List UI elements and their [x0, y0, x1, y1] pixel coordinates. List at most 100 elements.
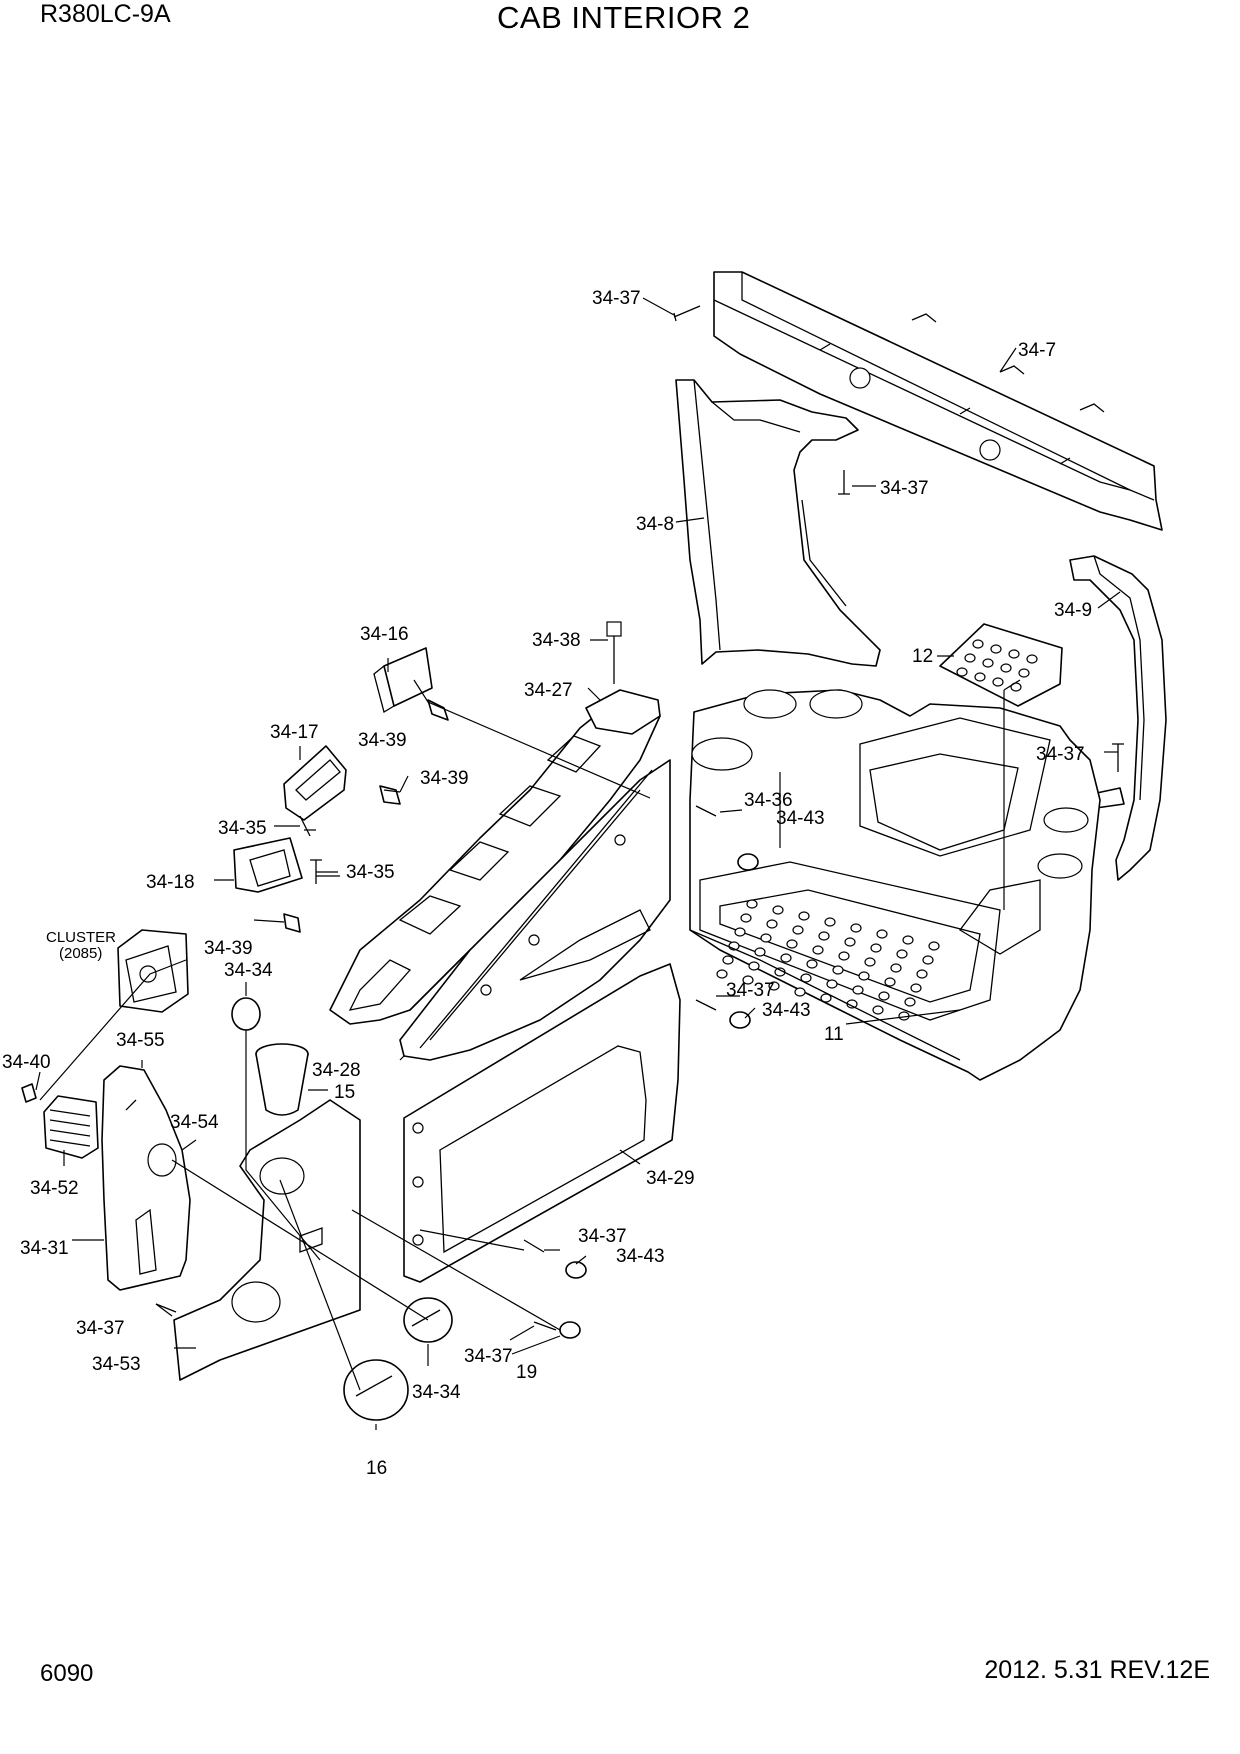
callout-34-55: 34-55: [116, 1030, 165, 1051]
page-title: CAB INTERIOR 2: [497, 0, 751, 35]
callout-34-54: 34-54: [170, 1112, 219, 1133]
bolt-34-39-a[interactable]: [427, 699, 449, 721]
tray-hole: [864, 957, 876, 967]
tray-hole: [878, 991, 890, 1001]
screw-34-37-f[interactable]: [155, 1303, 177, 1313]
callout-34-35: 34-35: [346, 862, 395, 883]
callout-34-52: 34-52: [30, 1178, 79, 1199]
part-15-cup-holder[interactable]: [255, 1043, 309, 1116]
callout-34-34: 34-34: [412, 1382, 461, 1403]
tray-hole: [824, 917, 836, 927]
cluster-assembly[interactable]: [117, 929, 189, 1013]
cluster-label: CLUSTER: [46, 929, 116, 946]
tray-hole: [786, 939, 798, 949]
part-34-52-relay[interactable]: [43, 1095, 99, 1159]
callout-34-37: 34-37: [578, 1226, 627, 1247]
tray-hole: [838, 951, 850, 961]
screw-34-37-c[interactable]: [1112, 743, 1124, 772]
part-34-8-pillar-trim[interactable]: [675, 379, 881, 667]
tray-hole: [910, 983, 922, 993]
screw-34-37-d[interactable]: [695, 999, 717, 1011]
callout-34-43: 34-43: [616, 1246, 665, 1267]
tray-hole: [734, 927, 746, 937]
tray-hole: [902, 935, 914, 945]
callout-34-16: 34-16: [360, 624, 409, 645]
mat-hole: [974, 672, 986, 682]
mat-hole: [1000, 663, 1012, 673]
tray-hole: [722, 955, 734, 965]
screw-34-37-a[interactable]: [673, 305, 701, 322]
tray-hole: [916, 969, 928, 979]
mat-hole: [1008, 649, 1020, 659]
callout-34-39: 34-39: [420, 768, 469, 789]
part-34-34-cap-upper[interactable]: [231, 997, 261, 1031]
tray-hole: [794, 987, 806, 997]
tray-hole: [806, 959, 818, 969]
callout-34-7: 34-7: [1018, 340, 1056, 361]
mat-hole: [956, 667, 968, 677]
callout-15: 15: [334, 1082, 355, 1103]
plug-19[interactable]: [559, 1321, 581, 1339]
part-34-31-left-cover[interactable]: [101, 1065, 191, 1291]
tray-hole: [798, 911, 810, 921]
tray-hole: [780, 953, 792, 963]
tray-hole: [740, 913, 752, 923]
callout-34-34: 34-34: [224, 960, 273, 981]
part-34-9-side-trim[interactable]: [1069, 555, 1167, 881]
tray-hole: [928, 941, 940, 951]
callout-34-37: 34-37: [726, 980, 775, 1001]
callout-34-37: 34-37: [1036, 744, 1085, 765]
tray-hole: [922, 955, 934, 965]
mat-hole: [964, 653, 976, 663]
tray-hole: [904, 997, 916, 1007]
tray-hole: [850, 923, 862, 933]
callout-34-35: 34-35: [218, 818, 267, 839]
plug-34-43-c[interactable]: [565, 1261, 587, 1279]
callout-34-29: 34-29: [646, 1168, 695, 1189]
tray-hole: [832, 965, 844, 975]
callout-34-38: 34-38: [532, 630, 581, 651]
tray-hole: [716, 969, 728, 979]
callout-34-37: 34-37: [76, 1318, 125, 1339]
screw-34-37-e[interactable]: [523, 1239, 545, 1253]
part-12-rubber-mat[interactable]: [939, 623, 1063, 707]
screw-34-37-g[interactable]: [533, 1321, 557, 1331]
revision-date: 2012. 5.31 REV.12E: [984, 1656, 1210, 1684]
part-11-rear-console-box[interactable]: [689, 689, 1101, 1081]
callout-34-37: 34-37: [464, 1346, 513, 1367]
bolt-34-39-c[interactable]: [283, 913, 301, 933]
part-34-28-side-panel[interactable]: [399, 759, 671, 1061]
tray-hole: [826, 979, 838, 989]
part-34-29-lower-panel[interactable]: [403, 963, 681, 1283]
screw-34-37-b[interactable]: [838, 470, 850, 495]
callout-34-27: 34-27: [524, 680, 573, 701]
bolt-34-38[interactable]: [606, 621, 622, 684]
tray-hole: [852, 985, 864, 995]
part-34-17-bracket[interactable]: [283, 745, 347, 821]
callout-34-39: 34-39: [358, 730, 407, 751]
plug-34-43-a[interactable]: [737, 853, 759, 871]
part-34-27-center-console[interactable]: [329, 689, 661, 1025]
screw-34-36[interactable]: [695, 805, 717, 817]
callout-34-37: 34-37: [592, 288, 641, 309]
callout-34-39: 34-39: [204, 938, 253, 959]
callout-34-53: 34-53: [92, 1354, 141, 1375]
mat-hole: [982, 658, 994, 668]
callout-34-9: 34-9: [1054, 600, 1092, 621]
part-34-53-lower-cover[interactable]: [173, 1099, 361, 1381]
callout-34-43: 34-43: [762, 1000, 811, 1021]
mat-hole: [1018, 668, 1030, 678]
bolt-34-40[interactable]: [21, 1083, 37, 1103]
tray-hole: [742, 975, 754, 985]
callout-34-37: 34-37: [880, 478, 929, 499]
part-34-16-bracket[interactable]: [373, 647, 433, 714]
part-34-7-upper-trim[interactable]: [713, 271, 1163, 531]
part-16-large-cap[interactable]: [343, 1359, 409, 1421]
tray-hole: [870, 943, 882, 953]
part-34-18-bracket[interactable]: [233, 837, 303, 893]
bolt-34-39-b[interactable]: [379, 785, 401, 805]
plug-34-43-b[interactable]: [729, 1011, 751, 1029]
callout-11: 11: [824, 1024, 844, 1045]
leader-lines: [35, 297, 1121, 1430]
screw-34-35-a[interactable]: [299, 815, 316, 837]
